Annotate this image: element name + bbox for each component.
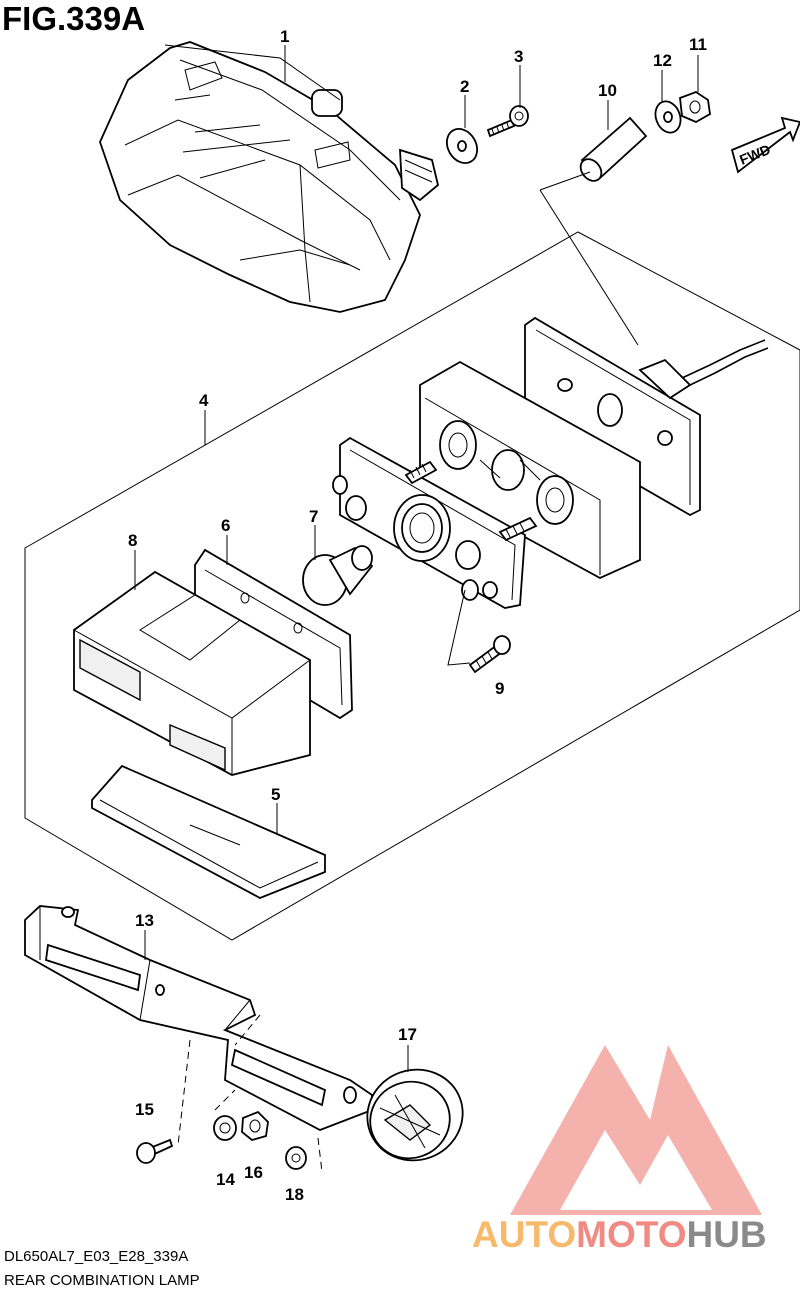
callout-7: 7 — [309, 507, 318, 526]
model-code: DL650AL7_E03_E28_339A — [4, 1248, 189, 1265]
callout-2: 2 — [460, 77, 469, 96]
callout-3: 3 — [514, 47, 523, 66]
part-group-name: REAR COMBINATION LAMP — [4, 1272, 200, 1289]
callout-14: 14 — [216, 1170, 235, 1189]
part-14-nut — [213, 1115, 237, 1141]
watermark-text-part2: MOTO — [576, 1214, 687, 1255]
part-7-bulb — [302, 545, 374, 606]
callout-9: 9 — [495, 679, 504, 698]
watermark-text: AUTOMOTOHUB — [472, 1214, 767, 1256]
callout-15: 15 — [135, 1100, 154, 1119]
callout-13: 13 — [135, 911, 154, 930]
callout-4: 4 — [199, 391, 209, 410]
part-1-tail-lamp — [99, 41, 440, 313]
figure-title: FIG.339A — [2, 0, 146, 37]
callout-16: 16 — [244, 1163, 263, 1182]
watermark-text-part1: AUTO — [472, 1214, 577, 1255]
callout-11: 11 — [689, 35, 707, 54]
part-16-nut — [241, 1110, 269, 1141]
part-12-washer — [654, 100, 682, 134]
callout-17: 17 — [398, 1025, 417, 1044]
callout-18: 18 — [285, 1185, 304, 1204]
part-17-reflector — [366, 1068, 464, 1162]
part-3-screw — [486, 105, 529, 138]
part-9-screw — [468, 635, 511, 674]
callout-1: 1 — [280, 27, 289, 46]
part-15-bolt — [136, 1138, 174, 1164]
part-10-collar — [579, 116, 648, 182]
part-18-nut — [285, 1146, 307, 1170]
callout-leaders — [134, 45, 699, 1072]
part-13-bracket — [24, 905, 373, 1131]
part-11-nut — [679, 90, 711, 124]
assembly-4-boundary — [24, 231, 800, 941]
part-socket-bracket — [332, 436, 538, 609]
callout-12: 12 — [653, 51, 672, 70]
part-2-washer — [446, 128, 478, 164]
callout-6: 6 — [221, 516, 230, 535]
watermark-logo-icon — [510, 1045, 762, 1215]
callout-10: 10 — [598, 81, 617, 100]
callout-5: 5 — [271, 785, 280, 804]
callout-8: 8 — [128, 531, 137, 550]
part-lamp-base — [419, 360, 641, 580]
watermark-text-part3: HUB — [686, 1214, 767, 1255]
part-5-lens — [91, 764, 326, 899]
part-8-lens-cover — [73, 570, 311, 776]
fwd-arrow-icon: FWD — [730, 116, 800, 174]
